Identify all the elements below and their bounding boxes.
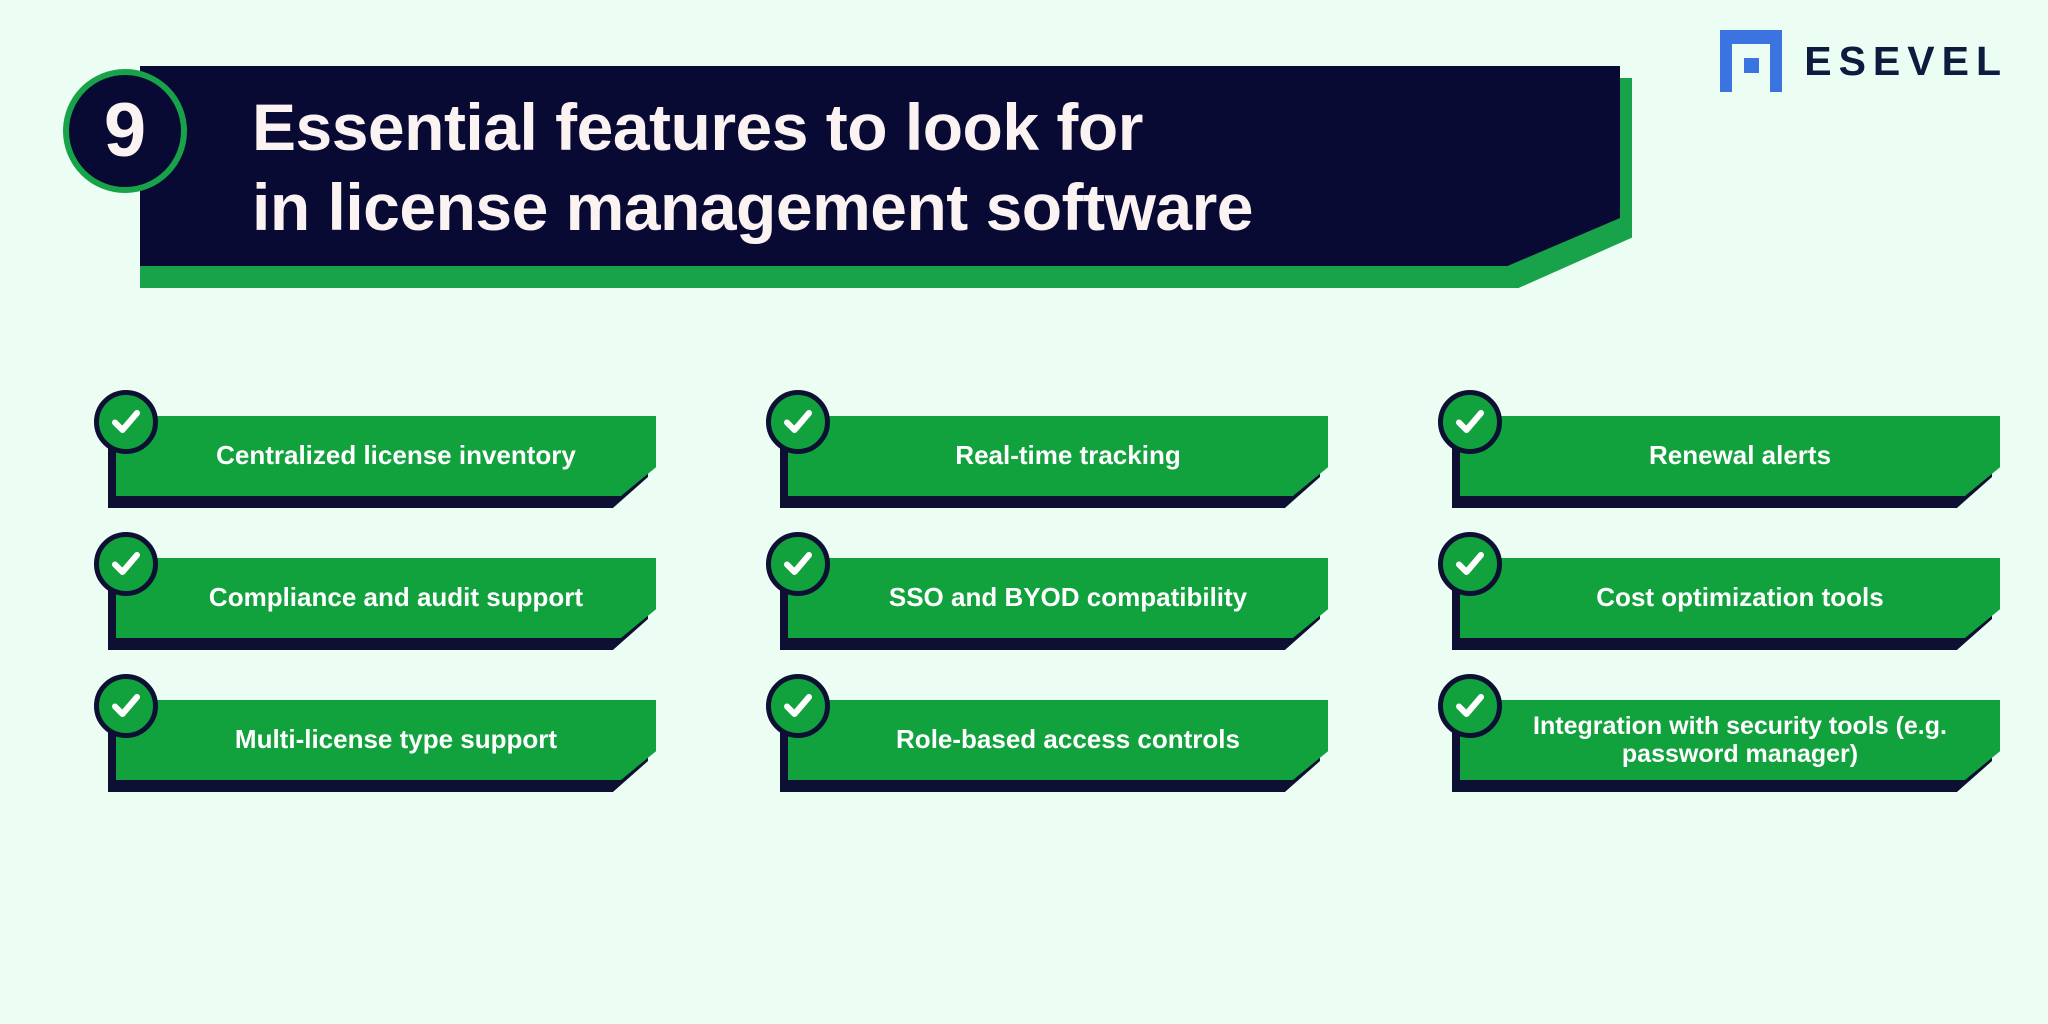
brand-name: ESEVEL xyxy=(1804,37,2008,84)
feature-item[interactable]: Centralized license inventory xyxy=(94,390,656,508)
check-icon xyxy=(766,674,830,738)
feature-label: Real-time tracking xyxy=(955,440,1181,471)
feature-item[interactable]: Real-time tracking xyxy=(766,390,1328,508)
feature-item[interactable]: Multi-license type support xyxy=(94,674,656,792)
feature-label: Integration with security tools (e.g. pa… xyxy=(1533,712,1947,768)
check-icon xyxy=(766,390,830,454)
check-icon xyxy=(94,674,158,738)
page-title: Essential features to look for in licens… xyxy=(252,68,1592,268)
feature-item[interactable]: Role-based access controls xyxy=(766,674,1328,792)
feature-label: Centralized license inventory xyxy=(216,440,576,471)
feature-item[interactable]: Compliance and audit support xyxy=(94,532,656,650)
feature-item[interactable]: Integration with security tools (e.g. pa… xyxy=(1438,674,2000,792)
check-icon xyxy=(1438,532,1502,596)
feature-item[interactable]: SSO and BYOD compatibility xyxy=(766,532,1328,650)
feature-label: Role-based access controls xyxy=(896,724,1240,755)
feature-label: Cost optimization tools xyxy=(1596,582,1884,613)
chip-face: Cost optimization tools xyxy=(1460,558,2000,638)
check-icon xyxy=(94,532,158,596)
check-icon xyxy=(1438,390,1502,454)
chip-face: Role-based access controls xyxy=(788,700,1328,780)
number-badge: 9 xyxy=(63,69,187,193)
chip-face: SSO and BYOD compatibility xyxy=(788,558,1328,638)
brand-logo: ESEVEL xyxy=(1720,30,2008,92)
chip-face: Real-time tracking xyxy=(788,416,1328,496)
check-icon xyxy=(1438,674,1502,738)
chip-face: Multi-license type support xyxy=(116,700,656,780)
feature-item[interactable]: Cost optimization tools xyxy=(1438,532,2000,650)
chip-face: Renewal alerts xyxy=(1460,416,2000,496)
check-icon xyxy=(94,390,158,454)
title-banner: Essential features to look for in licens… xyxy=(140,66,1632,288)
check-icon xyxy=(766,532,830,596)
feature-grid: Centralized license inventory Real-time … xyxy=(94,390,2000,792)
chip-face: Compliance and audit support xyxy=(116,558,656,638)
title-line-1: Essential features to look for xyxy=(252,90,1143,165)
title-line-2: in license management software xyxy=(252,170,1254,244)
feature-label: Renewal alerts xyxy=(1648,440,1832,471)
nested-square-logo-icon xyxy=(1720,30,1783,92)
number-badge-value: 9 xyxy=(103,88,147,173)
banner-fill xyxy=(140,66,1620,266)
feature-label: Compliance and audit support xyxy=(208,582,584,613)
feature-label: Multi-license type support xyxy=(234,724,558,755)
chip-face: Integration with security tools (e.g. pa… xyxy=(1460,700,2000,780)
feature-item[interactable]: Renewal alerts xyxy=(1438,390,2000,508)
feature-label: SSO and BYOD compatibility xyxy=(888,582,1248,613)
chip-face: Centralized license inventory xyxy=(116,416,656,496)
